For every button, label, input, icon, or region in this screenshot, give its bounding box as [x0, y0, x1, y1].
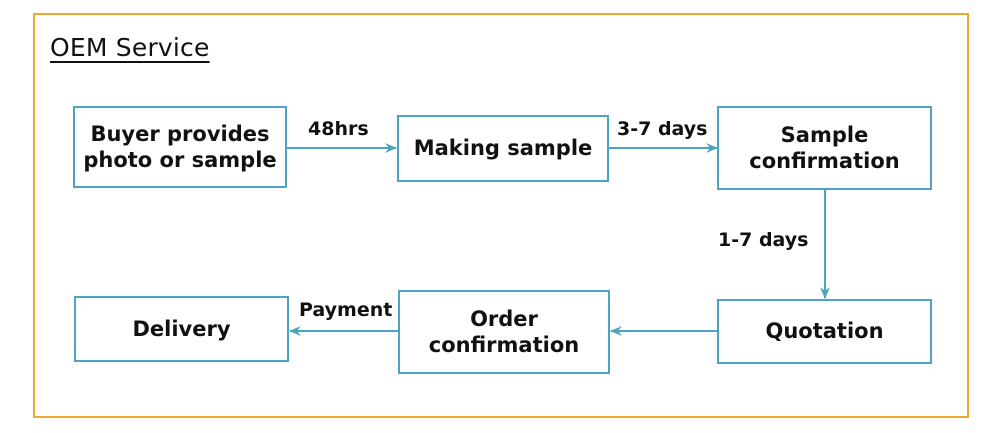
edge-label-1-7-days: 1-7 days — [718, 229, 809, 251]
edge-label-3-7-days: 3-7 days — [617, 118, 708, 140]
edge-label-payment: Payment — [299, 299, 393, 321]
edge-label-48hrs: 48hrs — [308, 118, 369, 140]
diagram-frame — [33, 13, 969, 418]
step-quotation: Quotation — [717, 299, 932, 364]
step-making-sample: Making sample — [397, 115, 609, 182]
step-buyer-provides: Buyer provides photo or sample — [73, 106, 287, 188]
diagram-title: OEM Service — [50, 33, 210, 62]
step-order-confirmation: Order confirmation — [398, 290, 610, 374]
step-delivery: Delivery — [74, 296, 289, 362]
step-sample-confirmation: Sample confirmation — [717, 106, 932, 190]
